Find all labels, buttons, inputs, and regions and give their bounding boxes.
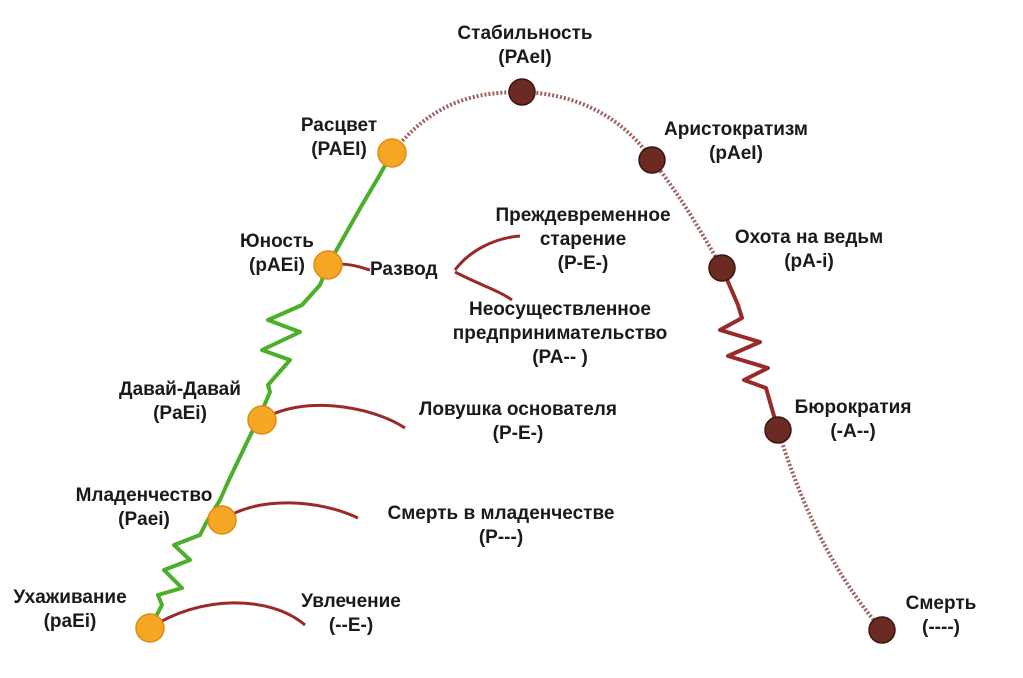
stage-code: (pAEi)	[249, 255, 305, 276]
stage-code: (PAEI)	[311, 139, 367, 160]
trap-code: (P---)	[478, 527, 524, 548]
stage-code: (Paei)	[118, 509, 170, 530]
label-gogo: Давай-Давай (PaEi)	[110, 378, 250, 426]
stage-name: Давай-Давай	[119, 379, 241, 400]
stage-code: (pA-i)	[784, 251, 834, 272]
trap-code: (--E-)	[328, 615, 374, 636]
label-death: Смерть (----)	[886, 592, 996, 640]
trap-name: Развод	[370, 259, 438, 280]
node-aristocracy	[638, 146, 666, 174]
stage-code: (-A--)	[830, 421, 876, 442]
label-trap-premature-aging: Преждевременное старение (P-E-)	[478, 204, 688, 276]
decline-curve-lower	[776, 429, 884, 632]
trap-code: (P-E-)	[492, 423, 544, 444]
trap-line-affair	[149, 601, 306, 630]
label-trap-affair: Увлечение (--E-)	[286, 590, 416, 638]
label-prime: Расцвет (PAEI)	[284, 114, 394, 162]
node-prime	[377, 138, 407, 168]
stage-code: (pAeI)	[709, 143, 763, 164]
node-witch-hunt	[708, 254, 736, 282]
trap-line-founder	[261, 403, 406, 430]
stage-name: Смерть	[905, 593, 977, 614]
node-adolescence	[313, 250, 343, 280]
decline-curve-spring	[718, 267, 780, 431]
node-stability	[508, 78, 536, 106]
stage-code: (paEi)	[43, 611, 97, 632]
label-stability: Стабильность (PAeI)	[440, 22, 610, 70]
stage-name: Младенчество	[75, 485, 213, 506]
trap-code: (P-E-)	[557, 253, 609, 274]
trap-line-infant-mortality	[221, 501, 359, 522]
trap-line1: Преждевременное	[495, 205, 671, 226]
stage-name: Охота на ведьм	[734, 227, 884, 248]
trap-line-premature-aging	[453, 234, 521, 271]
stage-code: (PaEi)	[153, 403, 207, 424]
label-bureaucracy: Бюрократия (-A--)	[778, 396, 928, 444]
node-infancy	[207, 505, 237, 535]
label-adolescence: Юность (pAEi)	[222, 230, 332, 278]
label-trap-founder: Ловушка основателя (P-E-)	[398, 398, 638, 446]
stage-code: (PAeI)	[498, 47, 552, 68]
label-trap-infant-mortality: Смерть в младенчестве (P---)	[366, 502, 636, 550]
node-gogo	[247, 405, 277, 435]
stage-name: Юность	[240, 231, 314, 252]
stage-code: (----)	[922, 617, 960, 638]
trap-name: Увлечение	[301, 591, 401, 612]
stage-name: Стабильность	[457, 23, 593, 44]
trap-line1: Неосуществленное	[469, 299, 651, 320]
node-courtship	[135, 613, 165, 643]
stage-name: Ухаживание	[13, 587, 127, 608]
trap-name: Смерть в младенчестве	[387, 503, 615, 524]
node-bureaucracy	[764, 416, 792, 444]
stage-name: Аристократизм	[664, 119, 808, 140]
node-death	[868, 616, 896, 644]
label-aristocracy: Аристократизм (pAeI)	[646, 118, 826, 166]
trap-code: (PA-- )	[532, 347, 588, 368]
trap-line2: старение	[539, 229, 627, 250]
label-trap-divorce: Развод	[370, 258, 460, 282]
stage-name: Бюрократия	[794, 397, 912, 418]
label-courtship: Ухаживание (paEi)	[10, 586, 130, 634]
trap-line-unfulfilled	[454, 270, 513, 302]
trap-name: Ловушка основателя	[419, 399, 617, 420]
label-witch-hunt: Охота на ведьм (pA-i)	[714, 226, 904, 274]
trap-line2: предпринимательство	[452, 323, 668, 344]
stage-name: Расцвет	[300, 115, 378, 136]
label-trap-unfulfilled: Неосуществленное предпринимательство (PA…	[430, 298, 690, 370]
label-infancy: Младенчество (Paei)	[64, 484, 224, 532]
